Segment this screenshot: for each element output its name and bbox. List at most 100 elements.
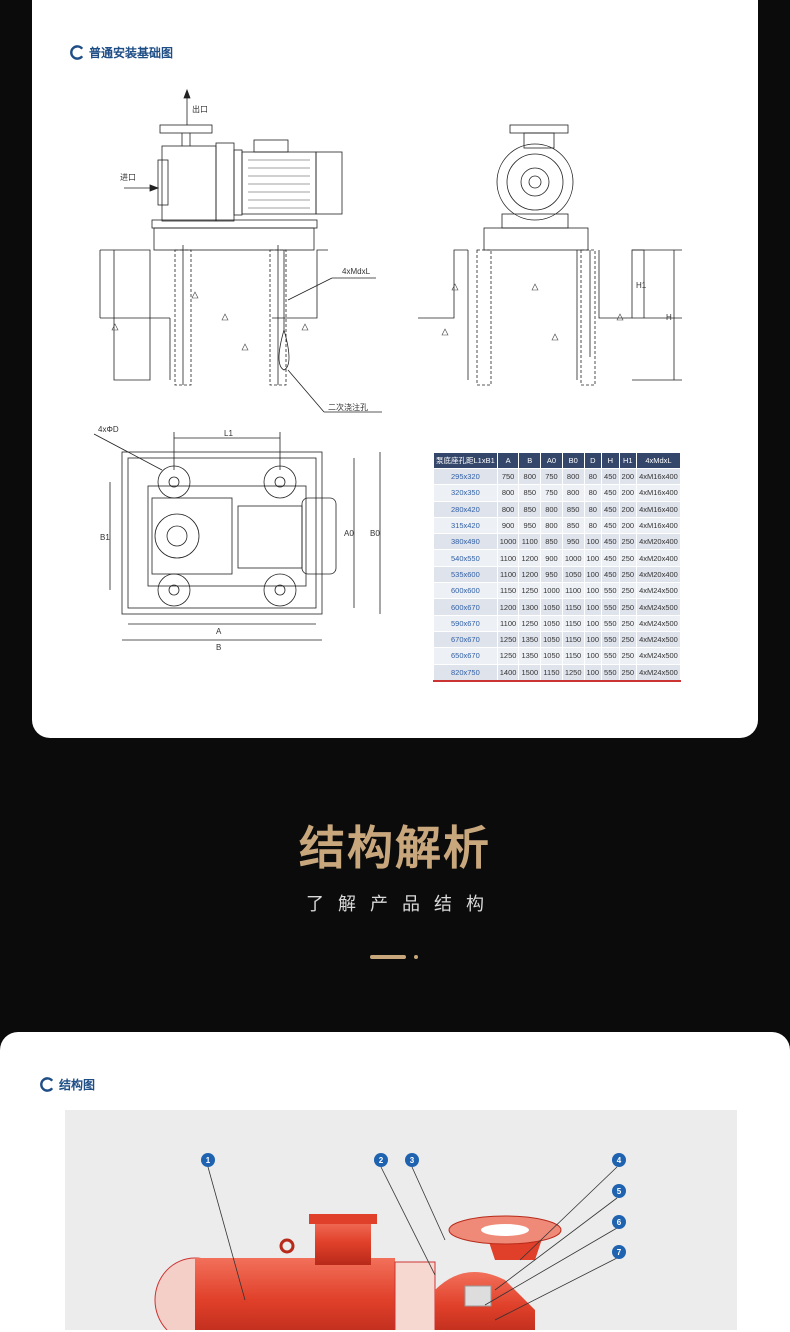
table-cell: 550 (601, 598, 620, 616)
table-cell: 1150 (561, 647, 585, 665)
table-cell: 200 (618, 467, 638, 486)
table-cell: 850 (561, 500, 585, 518)
table-cell: 900 (540, 549, 563, 567)
bolt-label: 4xMdxL (342, 267, 371, 276)
table-cell: 1350 (518, 630, 542, 649)
table-cell: 4xM24x500 (636, 614, 681, 632)
table-cell: 1050 (540, 647, 563, 665)
table-cell: 1150 (496, 582, 520, 600)
table-cell: 200 (618, 500, 638, 518)
inlet-label: 进口 (120, 173, 136, 182)
table-cell: 1050 (540, 598, 563, 616)
table-cell: 295x320 (433, 467, 498, 486)
table-cell: 100 (583, 630, 603, 649)
table-cell: 670x670 (433, 630, 498, 649)
callout-5: 5 (617, 1187, 622, 1196)
table-cell: 100 (583, 533, 603, 551)
table-cell: 380x490 (433, 533, 498, 551)
table-cell: 1050 (540, 630, 563, 649)
table-cell: 250 (618, 533, 638, 551)
section-title: 结构解析 (299, 821, 491, 875)
table-cell: 100 (583, 565, 603, 584)
callout-3: 3 (410, 1156, 415, 1165)
table-cell: 250 (618, 647, 638, 665)
table-cell: 1100 (496, 549, 520, 567)
table-cell: 1000 (540, 582, 563, 600)
table-cell: 1050 (561, 565, 585, 584)
col-header: 泵底座孔距L1xB1 (433, 452, 498, 469)
table-cell: 250 (618, 614, 638, 632)
c-logo-icon (70, 45, 84, 60)
table-cell: 1200 (518, 565, 542, 584)
table-cell: 4xM16x400 (636, 516, 681, 535)
structure-section-title: 结构图 (40, 1076, 95, 1093)
col-header: B0 (561, 452, 585, 469)
table-cell: 450 (601, 565, 620, 584)
table-cell: 1200 (518, 549, 542, 567)
table-cell: 550 (601, 647, 620, 665)
table-cell: 1400 (496, 663, 520, 682)
table-cell: 1250 (561, 663, 585, 682)
grout-hole-label: 二次浇注孔 (328, 402, 368, 412)
dim-h1: H1 (636, 281, 647, 290)
table-cell: 600x670 (433, 598, 498, 616)
col-header: 4xMdxL (636, 452, 681, 469)
table-cell: 800 (540, 500, 563, 518)
dim-b: B (216, 643, 221, 652)
table-cell: 250 (618, 565, 638, 584)
dim-l1: L1 (224, 429, 233, 438)
table-cell: 900 (496, 516, 520, 535)
table-cell: 1150 (561, 614, 585, 632)
table-cell: 100 (583, 582, 603, 600)
table-cell: 100 (583, 663, 603, 682)
structure-card: 结构图 (0, 1032, 790, 1332)
section-subtitle: 了解产品结构 (306, 894, 498, 915)
pump-illustration: 1 2 3 4 5 6 7 (154, 1153, 626, 1332)
install-section-title: 普通安装基础图 (70, 44, 173, 61)
structure-diagram: 1 2 3 4 5 6 7 (65, 1110, 737, 1332)
col-header: A (496, 452, 520, 469)
table-cell: 4xM24x500 (636, 582, 681, 600)
table-cell: 800 (561, 484, 585, 502)
installation-card: 普通安装基础图 (32, 0, 758, 738)
table-cell: 1150 (540, 663, 563, 682)
dim-a0: A0 (344, 529, 354, 538)
table-cell: 200 (618, 484, 638, 502)
table-cell: 450 (601, 516, 620, 535)
table-cell: 250 (618, 630, 638, 649)
table-cell: 550 (601, 663, 620, 682)
table-cell: 1250 (496, 630, 520, 649)
table-cell: 1150 (561, 598, 585, 616)
dim-b1: B1 (100, 533, 110, 542)
c-logo-icon (40, 1077, 54, 1092)
table-cell: 450 (601, 484, 620, 502)
table-cell: 4xM20x400 (636, 565, 681, 584)
hole-label: 4xΦD (98, 425, 119, 434)
table-cell: 800 (561, 467, 585, 486)
table-cell: 550 (601, 582, 620, 600)
table-cell: 100 (583, 598, 603, 616)
table-cell: 1050 (540, 614, 563, 632)
col-header: H1 (618, 452, 638, 469)
table-cell: 550 (601, 614, 620, 632)
table-cell: 250 (618, 549, 638, 567)
table-cell: 100 (583, 549, 603, 567)
table-cell: 4xM16x400 (636, 484, 681, 502)
table-cell: 1150 (561, 630, 585, 649)
install-title: 普通安装基础图 (89, 46, 174, 60)
table-cell: 535x600 (433, 565, 498, 584)
table-cell: 1500 (518, 663, 542, 682)
table-cell: 320x350 (433, 484, 498, 502)
callout-6: 6 (617, 1218, 622, 1227)
installation-drawing: 出口 进口 4xMdxL 二次浇注孔 4xΦD L1 B1 A0 B0 A B … (93, 88, 682, 652)
table-cell: 80 (583, 484, 603, 502)
dim-b0: B0 (370, 529, 380, 538)
